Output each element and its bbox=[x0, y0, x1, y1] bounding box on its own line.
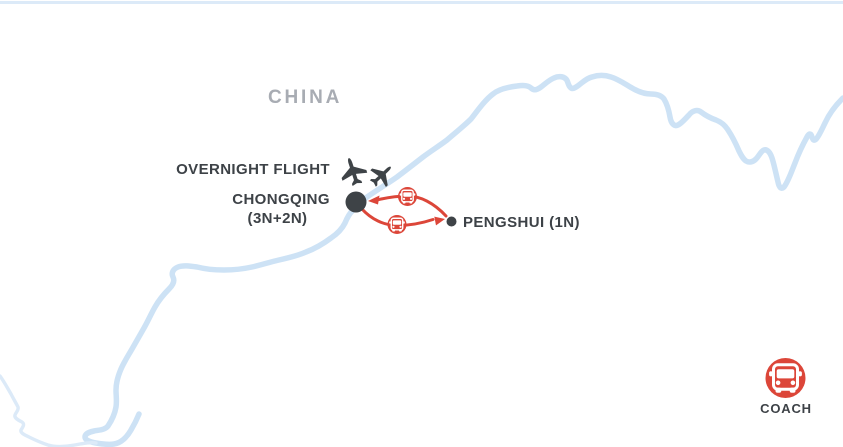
airplane-icon bbox=[336, 154, 370, 189]
arrowhead-left bbox=[368, 195, 380, 205]
coach-icon bbox=[386, 214, 408, 235]
country-label: CHINA bbox=[268, 87, 343, 108]
chongqing-label: CHONGQING bbox=[232, 191, 330, 208]
arrowhead-right bbox=[434, 216, 445, 226]
coach-icon bbox=[397, 186, 418, 207]
river-main bbox=[82, 72, 843, 447]
chongqing-marker bbox=[345, 191, 367, 213]
pengshui-marker bbox=[446, 216, 457, 227]
river-thin bbox=[0, 374, 98, 447]
legend-coach-label: COACH bbox=[760, 401, 812, 416]
pengshui-label: PENGSHUI (1N) bbox=[463, 214, 580, 231]
overnight-flight-label: OVERNIGHT FLIGHT bbox=[176, 161, 330, 178]
chongqing-nights-label: (3N+2N) bbox=[247, 210, 308, 227]
legend-coach-icon bbox=[764, 356, 807, 400]
